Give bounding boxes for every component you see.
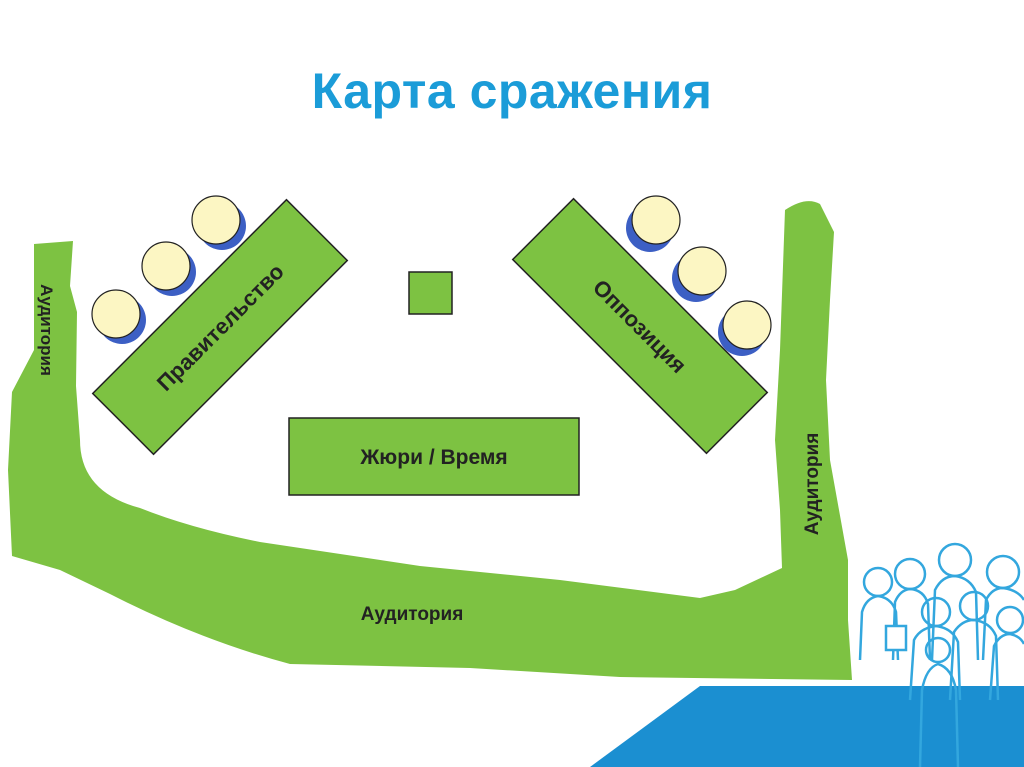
round-seat-icon: [92, 290, 146, 344]
audience-left-label: Аудитория: [37, 284, 56, 376]
podium-square: [409, 272, 452, 314]
jury-label: Жюри / Время: [359, 446, 507, 469]
round-seat-icon: [142, 242, 196, 296]
round-seat-icon: [672, 247, 726, 302]
audience-right-label: Аудитория: [802, 433, 823, 536]
round-seat-icon: [192, 196, 246, 250]
round-seat-icon: [718, 301, 771, 356]
jury-box: Жюри / Время: [289, 418, 579, 495]
round-seat-icon: [626, 196, 680, 252]
audience-bottom-label: Аудитория: [361, 604, 464, 625]
